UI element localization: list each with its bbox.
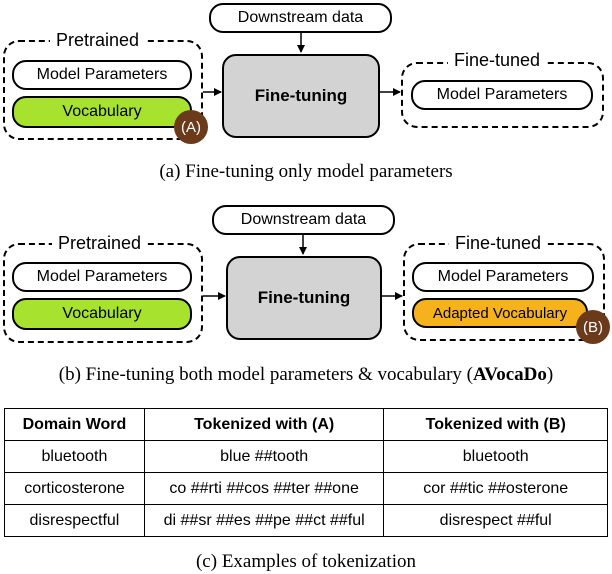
caption-b-prefix: (b) Fine-tuning both model parameters & … [58,364,473,385]
header-tokenized-b: Tokenized with (B) [383,408,608,441]
header-tokenized-a: Tokenized with (A) [143,408,385,441]
table-cell: corticosterone [4,472,145,505]
table-cell: bluetooth [383,440,608,473]
finetuned-label-b: Fine-tuned [449,233,548,253]
pretrained-label-b: Pretrained [52,233,148,253]
badge-a: (A) [174,110,208,144]
vocabulary-box-b: Vocabulary [12,298,192,330]
vocabulary-box-a: Vocabulary [12,96,192,128]
caption-a: (a) Fine-tuning only model parameters [159,161,453,182]
model-parameters-box-b: Model Parameters [12,262,192,292]
caption-b-bold: AVocaDo [472,364,547,385]
caption-b-suffix: ) [546,364,554,385]
table-cell: disrespectful [4,504,145,537]
table-header-row: Domain Word Tokenized with (A) Tokenized… [4,408,608,441]
caption-c: (c) Examples of tokenization [195,551,416,572]
table-cell: di ##sr ##es ##pe ##ct ##ful [143,504,385,537]
table-row: bluetooth blue ##tooth bluetooth [4,440,608,473]
header-domain-word: Domain Word [4,408,145,441]
table-cell: blue ##tooth [143,440,385,473]
badge-b: (B) [576,310,610,344]
table-cell: bluetooth [4,440,145,473]
downstream-data-box-a: Downstream data [209,3,392,33]
finetuned-model-parameters-box-b: Model Parameters [412,262,594,292]
downstream-data-box-b: Downstream data [212,205,395,235]
table-cell: cor ##tic ##osterone [383,472,608,505]
finetuned-model-parameters-box-a: Model Parameters [411,80,593,110]
finetuning-box-a: Fine-tuning [222,54,380,138]
table-cell: disrespect ##ful [383,504,608,537]
adapted-vocabulary-box-b: Adapted Vocabulary [412,298,588,328]
table-cell: co ##rti ##cos ##ter ##one [143,472,385,505]
table-row: corticosterone co ##rti ##cos ##ter ##on… [4,472,608,505]
table-row: disrespectful di ##sr ##es ##pe ##ct ##f… [4,504,608,537]
finetuned-label-a: Fine-tuned [448,50,547,70]
tokenization-table: Domain Word Tokenized with (A) Tokenized… [4,408,608,537]
pretrained-label-a: Pretrained [50,30,146,50]
finetuning-box-b: Fine-tuning [226,256,382,340]
model-parameters-box-a: Model Parameters [12,60,192,90]
caption-b: (b) Fine-tuning both model parameters & … [0,364,612,386]
